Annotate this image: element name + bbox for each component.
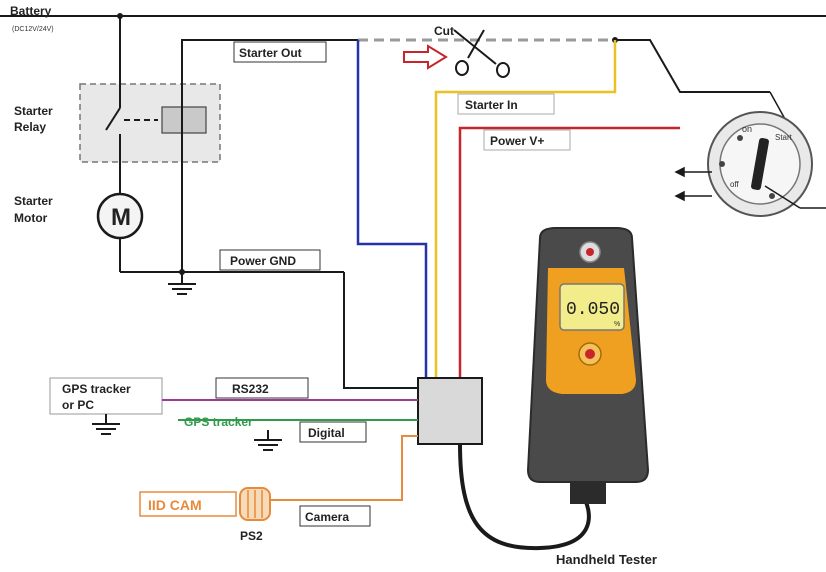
starter-motor-label-1: Starter <box>14 194 53 208</box>
starter-in-label-box <box>457 93 555 115</box>
starter-in-yellow-wire <box>434 40 617 380</box>
motor-symbol-label: M <box>111 204 131 231</box>
ignition-black-wire <box>615 39 770 93</box>
ps2-label: PS2 <box>240 529 263 543</box>
gps-tracker-label: GPS tracker <box>184 415 253 429</box>
ignition-switch <box>707 111 813 217</box>
starter-relay-label-2: Relay <box>14 120 46 134</box>
power-v-red-wire <box>458 126 680 380</box>
starter-out-black-wire <box>181 39 358 272</box>
tester-cable <box>458 443 591 551</box>
switch-arrows <box>674 91 826 209</box>
starter-out-label-box <box>233 41 327 63</box>
camera-label-box <box>299 505 371 527</box>
ground-icon <box>92 414 120 435</box>
iid-cam-label: IID CAM <box>148 497 202 513</box>
digital-label-box <box>299 421 367 443</box>
relay-switch-contact <box>105 107 121 131</box>
power-gnd-wire <box>343 272 418 389</box>
tester-display-reading: 0.050 <box>566 300 620 320</box>
ground-icon <box>168 272 196 295</box>
cut-label: Cut <box>434 24 454 38</box>
tester-display-unit: % <box>614 321 620 328</box>
camera-orange-wire <box>270 435 418 501</box>
power-v-label: Power V+ <box>490 134 544 148</box>
starter-in-label: Starter In <box>465 98 518 112</box>
power-gnd-label-box <box>219 249 321 271</box>
starter-out-label: Starter Out <box>239 46 302 60</box>
starter-relay-label-1: Starter <box>14 104 53 118</box>
iid-cam-box <box>139 491 237 517</box>
battery-label: Battery <box>10 4 52 18</box>
rs232-label-box <box>215 377 309 399</box>
starter-out-blue-wire <box>356 40 428 380</box>
switch-start-label: Start <box>775 133 793 142</box>
cut-arrow-icon <box>403 44 448 70</box>
rs232-label: RS232 <box>232 382 269 396</box>
switch-on-label: on <box>742 124 752 134</box>
relay-coil <box>161 106 207 134</box>
switch-off-label: off <box>730 180 740 189</box>
handheld-tester <box>526 227 650 504</box>
handheld-tester-label: Handheld Tester <box>556 552 657 567</box>
gps-pc-label-1: GPS tracker <box>62 382 131 396</box>
power-v-label-box <box>483 129 571 151</box>
scissors-icon <box>453 29 510 78</box>
starter-motor-label-2: Motor <box>14 211 48 225</box>
camera-label: Camera <box>305 510 349 524</box>
ps2-connector-icon <box>239 487 271 521</box>
ground-icon <box>254 430 282 451</box>
control-box <box>417 377 483 445</box>
gps-pc-label-2: or PC <box>62 398 94 412</box>
digital-label: Digital <box>308 426 345 440</box>
battery-voltage-label: (DC12V/24V) <box>12 26 54 33</box>
power-gnd-label: Power GND <box>230 254 296 268</box>
gps-pc-box <box>49 377 163 415</box>
